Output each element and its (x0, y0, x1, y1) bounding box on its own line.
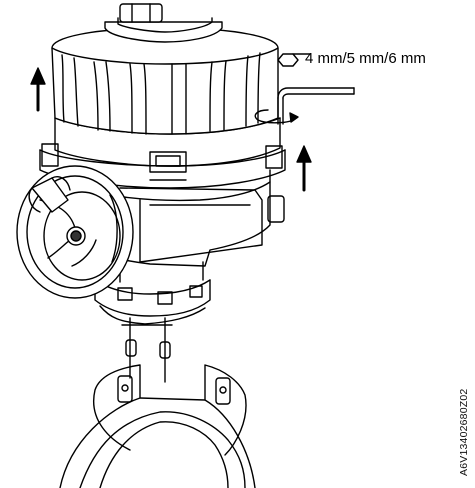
handwheel-icon (16, 165, 134, 299)
lower-flange (94, 279, 211, 317)
document-code: A6V13402680Z02 (458, 388, 470, 476)
valve-body (59, 364, 256, 488)
rotate-arrow-icon (254, 109, 299, 124)
hex-key-icon (277, 87, 355, 125)
tool-size-label: 4 mm/5 mm/6 mm (305, 50, 426, 67)
hex-symbol-icon (277, 53, 311, 67)
valve-neck (99, 305, 206, 383)
ribbed-cover (51, 27, 279, 135)
top-nut (104, 3, 223, 43)
up-arrow-icon (296, 145, 312, 192)
up-arrow-icon (30, 67, 46, 112)
